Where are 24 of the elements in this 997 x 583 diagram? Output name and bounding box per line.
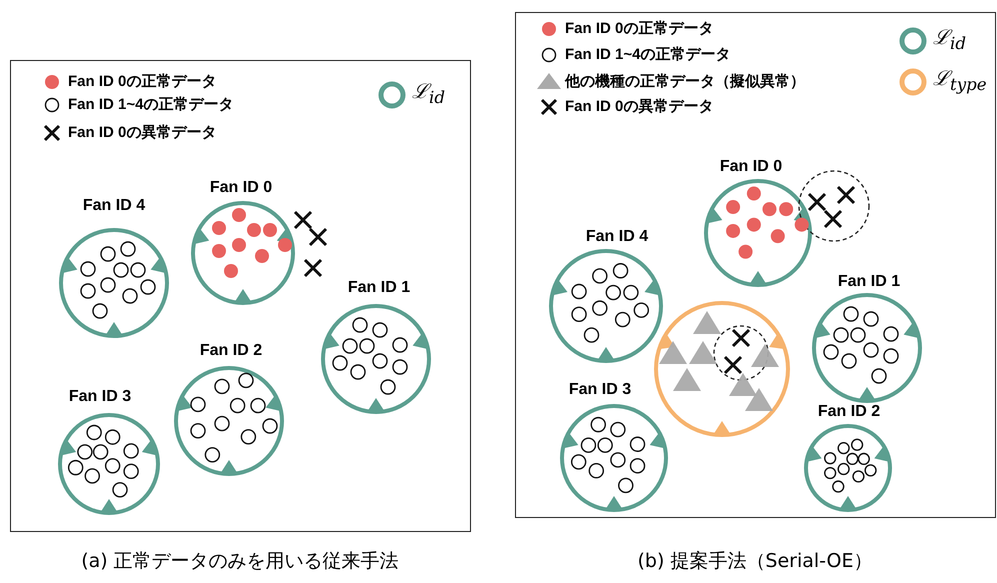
cluster-label: Fan ID 1 <box>836 273 902 291</box>
cluster-label: Fan ID 4 <box>584 228 650 246</box>
legend-label: Fan ID 0の異常データ <box>565 98 714 116</box>
figure-caption: (b) 提案手法（Serial-OE） <box>636 549 874 574</box>
cluster-label: Fan ID 0 <box>208 179 274 197</box>
legend-label: Fan ID 0の正常データ <box>68 73 216 91</box>
cluster-label: Fan ID 3 <box>568 381 632 399</box>
legend-label: Fan ID 0の正常データ <box>565 20 714 38</box>
legend-label: Fan ID 1~4の正常データ <box>68 96 234 114</box>
cluster-label: Fan ID 4 <box>82 197 146 215</box>
figure-caption: (a) 正常データのみを用いる従来手法 <box>80 549 400 574</box>
legend-label: ℒ$_{type}$ <box>933 69 987 94</box>
legend-label: ℒ$_{id}$ <box>412 82 445 107</box>
cluster-label: Fan ID 2 <box>816 403 882 421</box>
legend-label: 他の機種の正常データ（擬似異常） <box>565 73 805 91</box>
panel-frame <box>515 12 996 518</box>
cluster-label: Fan ID 2 <box>198 342 264 360</box>
panel-frame <box>10 60 471 532</box>
legend-label: Fan ID 0の異常データ <box>68 124 216 142</box>
legend-label: Fan ID 1~4の正常データ <box>565 46 730 64</box>
cluster-label: Fan ID 0 <box>718 158 784 176</box>
cluster-label: Fan ID 3 <box>68 388 132 406</box>
cluster-label: Fan ID 1 <box>346 279 412 297</box>
legend-label: ℒ$_{id}$ <box>933 28 966 53</box>
